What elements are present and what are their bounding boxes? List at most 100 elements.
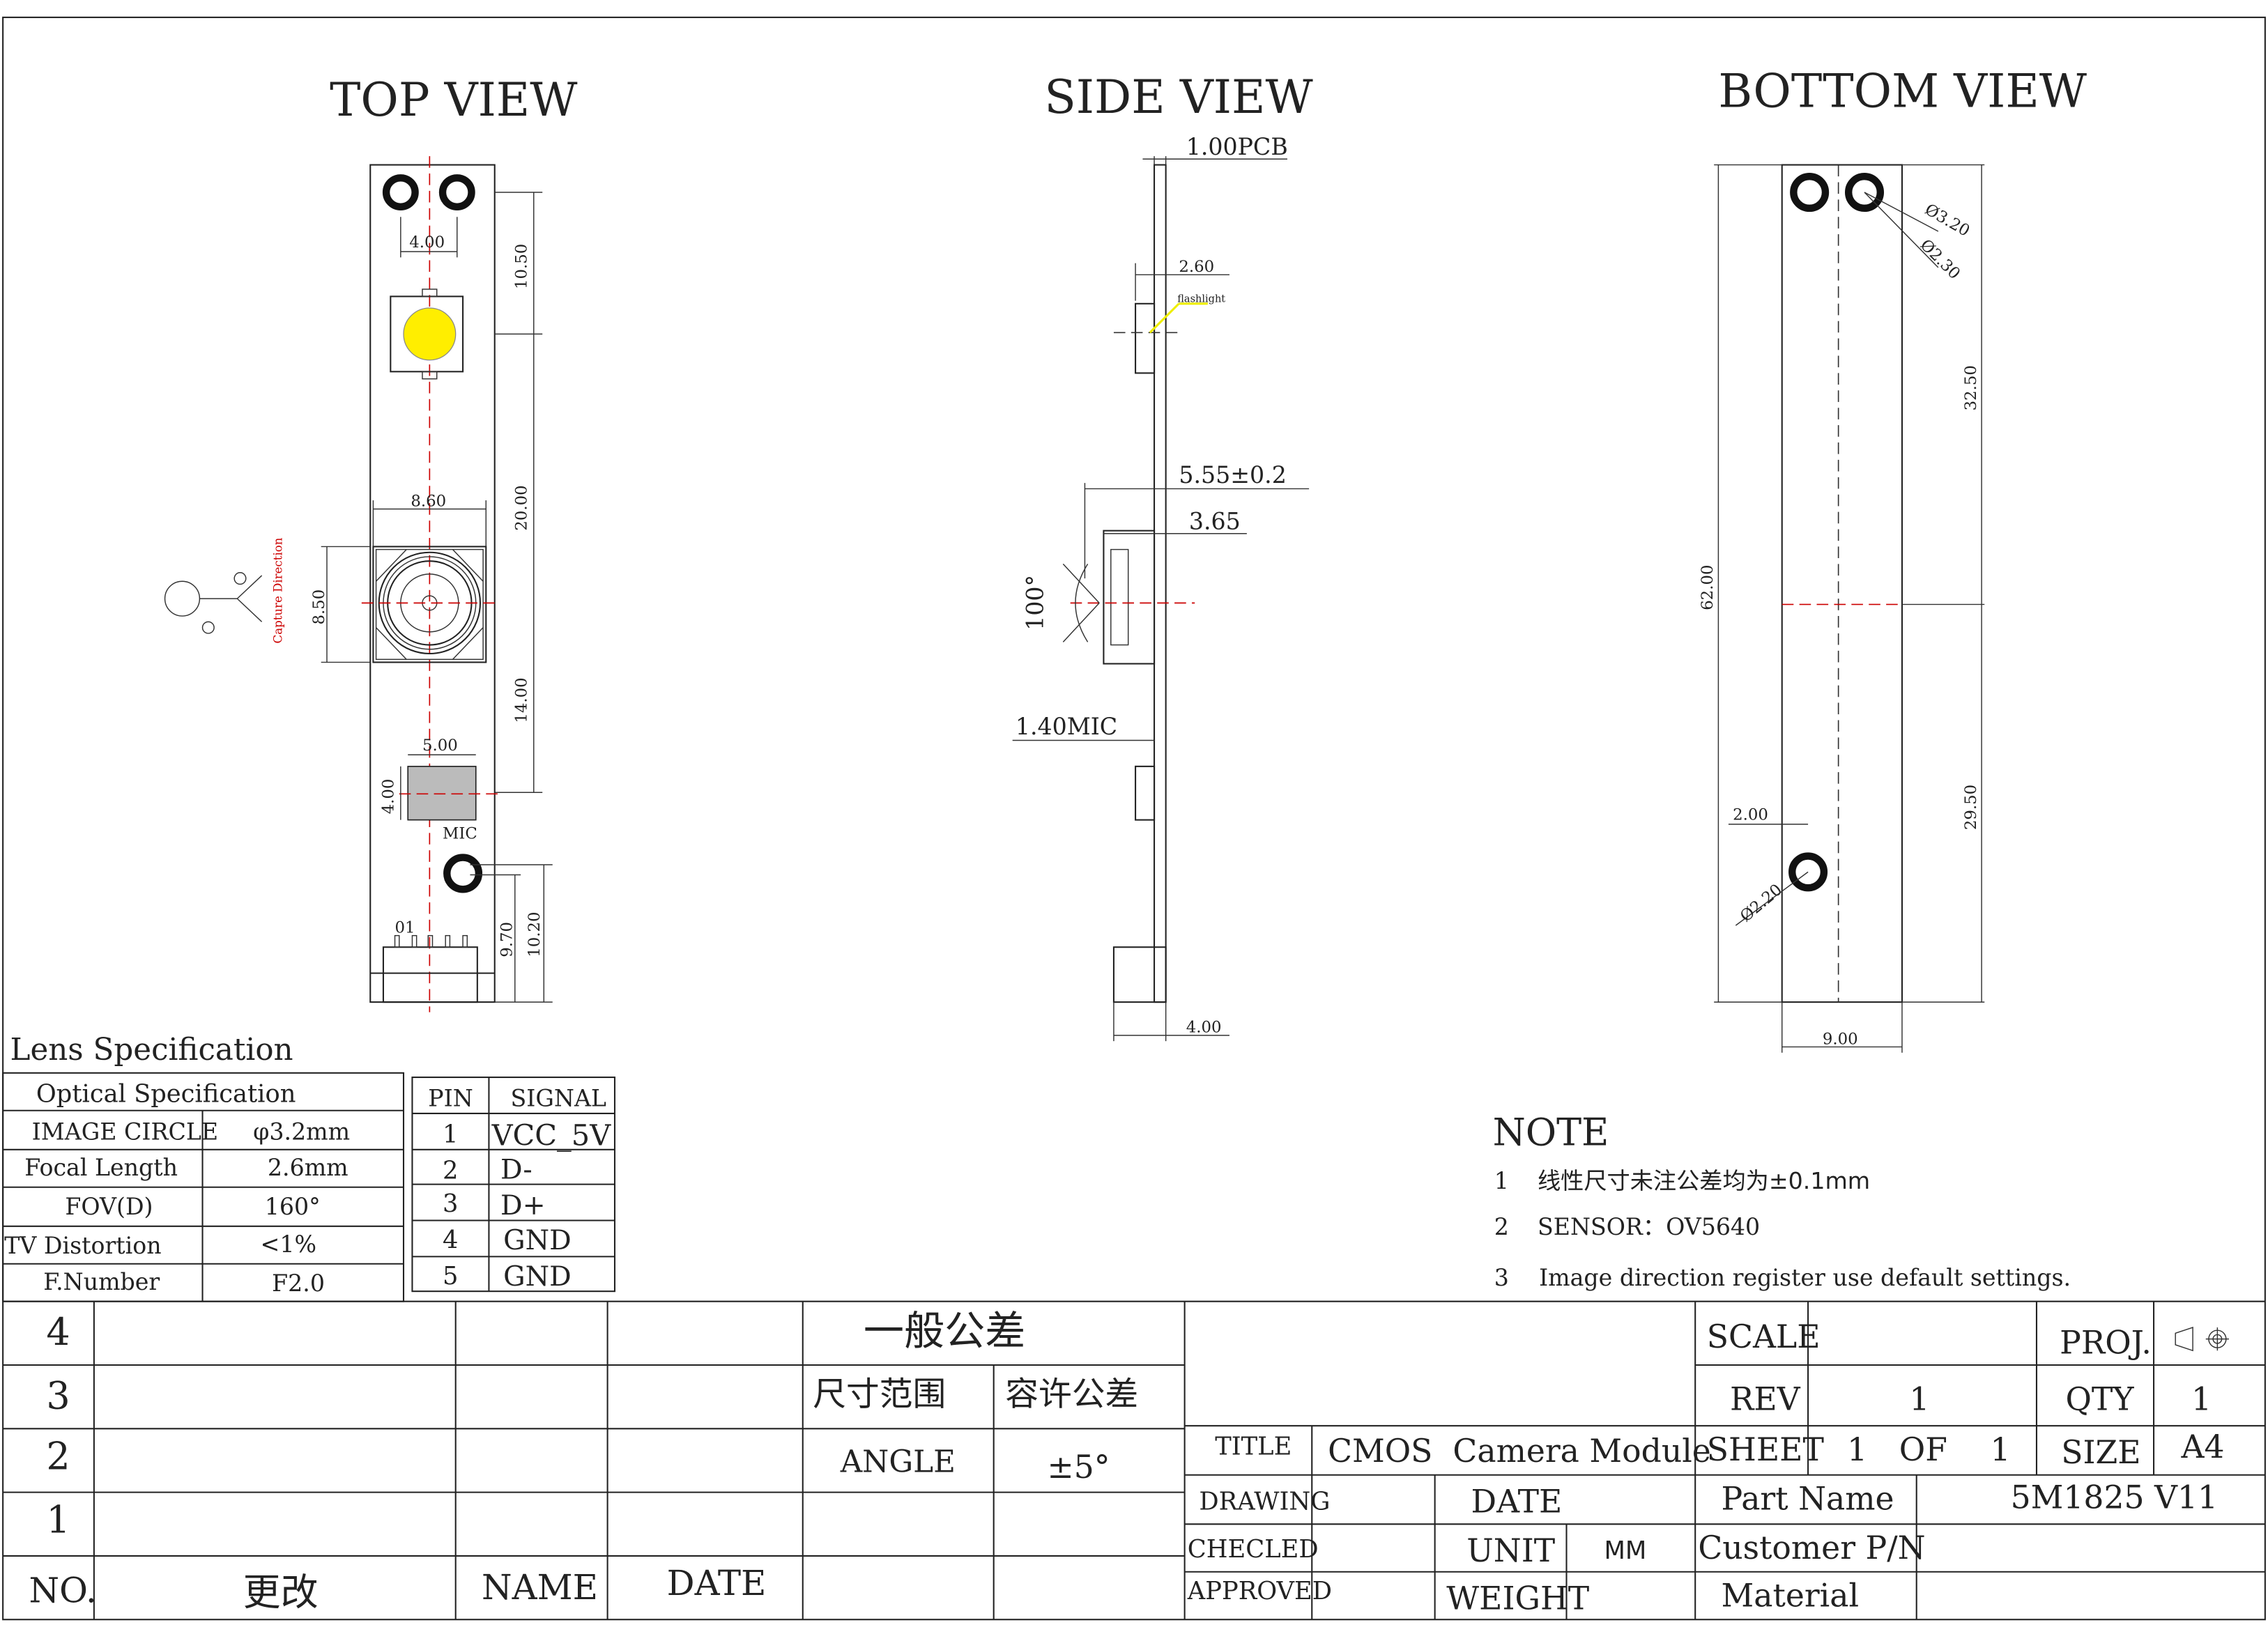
pin-signal: D+	[500, 1189, 546, 1221]
projection-symbol-icon	[2175, 1327, 2229, 1352]
angle-label: ANGLE	[840, 1445, 956, 1480]
flash-side	[1135, 302, 1156, 374]
date-header: DATE	[667, 1563, 767, 1603]
drawing-label: DRAWING	[1199, 1488, 1330, 1516]
mount-hole-icon	[1844, 172, 1885, 213]
signal-header: SIGNAL	[511, 1085, 606, 1112]
rev-row-number: 4	[46, 1310, 70, 1354]
mount-hole-icon	[1788, 852, 1828, 892]
mount-hole-icon	[1790, 172, 1830, 213]
dim-hole2: Ø2.20	[1737, 881, 1786, 926]
led-lens	[403, 307, 457, 361]
proj-label: PROJ.	[2060, 1324, 2152, 1361]
dim-cam-height: 8.50	[310, 589, 328, 625]
notes-title: NOTE	[1493, 1111, 1609, 1155]
part-name-label: Part Name	[1722, 1481, 1894, 1518]
angle-tolerance: ±5°	[1047, 1449, 1110, 1486]
pin-number: 1	[443, 1120, 458, 1148]
dim-20-00: 20.00	[512, 485, 530, 530]
mount-hole-icon	[443, 854, 483, 893]
title-label: TITLE	[1215, 1433, 1292, 1461]
scale-label: SCALE	[1707, 1318, 1821, 1355]
name-header: NAME	[482, 1567, 598, 1608]
lens-spec-title: Lens Specification	[10, 1033, 293, 1068]
spec-key: FOV(D)	[65, 1193, 153, 1220]
camera-module	[372, 546, 487, 663]
capture-direction-icon	[164, 572, 263, 634]
pcb-side	[1154, 164, 1167, 1003]
checked-label: CHECLED	[1188, 1535, 1319, 1564]
tolerance-title: 一般公差	[864, 1307, 1025, 1355]
dim-14-00: 14.00	[512, 677, 530, 723]
dim-29-50: 29.50	[1962, 785, 1980, 830]
dim-flash: 2.60	[1179, 258, 1214, 276]
dim-width: 9.00	[1823, 1030, 1858, 1048]
of-label: OF	[1899, 1431, 1947, 1468]
dim-total-thickness: 5.55±0.2	[1179, 461, 1286, 488]
spec-value: <1%	[261, 1231, 316, 1258]
spec-key: IMAGE CIRCLE	[32, 1118, 219, 1145]
pin-signal: D-	[500, 1153, 532, 1185]
mic-label: MIC	[443, 825, 477, 843]
dim-fov: 100°	[1021, 575, 1048, 631]
lens-spec-table: Lens Specification Optical Specification…	[2, 1033, 405, 1302]
dim-connector: 4.00	[1186, 1019, 1222, 1037]
pin-table: PIN SIGNAL 1 VCC_5V 2 D- 3 D+ 4 GND 5 GN…	[411, 1077, 616, 1293]
dim-hole-inner: Ø2.30	[1917, 236, 1964, 284]
tolerance-label: 容许公差	[1005, 1375, 1138, 1414]
lens-spec-header: Optical Specification	[36, 1079, 296, 1108]
spec-value: φ3.2mm	[253, 1118, 350, 1145]
bottom-view: Ø3.20 Ø2.30 32.50 62.00 29.50 2.00 Ø2.20…	[1699, 164, 1985, 1053]
dim-62-00: 62.00	[1699, 564, 1717, 610]
part-name-value: 5M1825 V11	[2011, 1479, 2218, 1516]
spec-value: F2.0	[272, 1270, 325, 1297]
spec-key: F.Number	[43, 1268, 160, 1295]
side-view-title: SIDE VIEW	[1044, 70, 1313, 124]
pin-number: 3	[443, 1189, 458, 1218]
spec-key: Focal Length	[24, 1154, 178, 1181]
title-value: CMOS Camera Module	[1328, 1433, 1711, 1470]
material-label: Material	[1722, 1578, 1860, 1614]
spec-key: TV Distortion	[4, 1232, 161, 1259]
capture-direction-label: Capture Direction	[272, 537, 285, 643]
note-number: 3	[1494, 1264, 1509, 1291]
customer-pn-label: Customer P/N	[1698, 1529, 1925, 1566]
camera-side	[1103, 530, 1156, 665]
note-number: 2	[1494, 1213, 1509, 1240]
note-text: Image direction register use default set…	[1539, 1264, 2071, 1291]
pin-signal: GND	[503, 1261, 572, 1293]
dim-9-70: 9.70	[498, 922, 516, 957]
dim-pcb: 1.00PCB	[1186, 133, 1288, 160]
revision-block: 4 3 2 1 NO. 更改 NAME DATE 一般公差 尺寸范围 容许公差 …	[3, 1300, 2265, 1620]
no-header: NO.	[29, 1570, 97, 1610]
dim-cam-width: 8.60	[411, 492, 446, 510]
dim-hole-outer: Ø3.20	[1922, 201, 1972, 240]
size-value: A4	[2180, 1428, 2224, 1465]
mount-hole-icon	[382, 174, 419, 210]
approved-label: APPROVED	[1187, 1577, 1332, 1605]
dim-mic-height: 4.00	[379, 779, 397, 815]
note-number: 1	[1494, 1167, 1509, 1194]
unit-label: UNIT	[1466, 1532, 1555, 1569]
connector-side	[1112, 946, 1167, 1003]
dim-32-50: 32.50	[1962, 365, 1980, 410]
side-view: 1.00PCB 2.60 flashlight 5.55±0.2 3.65 10…	[1012, 133, 1310, 1042]
rev-row-number: 3	[46, 1373, 70, 1417]
title-block: SCALE PROJ. REV 1 QTY 1 TITLE CMOS Camer…	[1184, 1301, 2265, 1620]
top-view: MIC 01 4.00 10.50 20.00 14.00 8.60 8.50 …	[164, 156, 553, 1012]
microphone	[407, 766, 477, 821]
pin-signal: VCC_5V	[491, 1118, 612, 1153]
sheet-total: 1	[1991, 1431, 2011, 1468]
pin-header: PIN	[428, 1085, 473, 1112]
bottom-view-title: BOTTOM VIEW	[1718, 64, 2087, 118]
date-label: DATE	[1471, 1483, 1563, 1520]
dim-10-50: 10.50	[512, 244, 530, 289]
change-header: 更改	[243, 1570, 319, 1614]
unit-value: MM	[1604, 1536, 1646, 1565]
dim-mic: 1.40MIC	[1016, 713, 1117, 740]
dim-10-20: 10.20	[526, 911, 544, 957]
connector	[382, 946, 478, 1003]
rev-label: REV	[1730, 1380, 1801, 1417]
note-text: 线性尺寸未注公差均为±0.1mm	[1538, 1167, 1870, 1194]
